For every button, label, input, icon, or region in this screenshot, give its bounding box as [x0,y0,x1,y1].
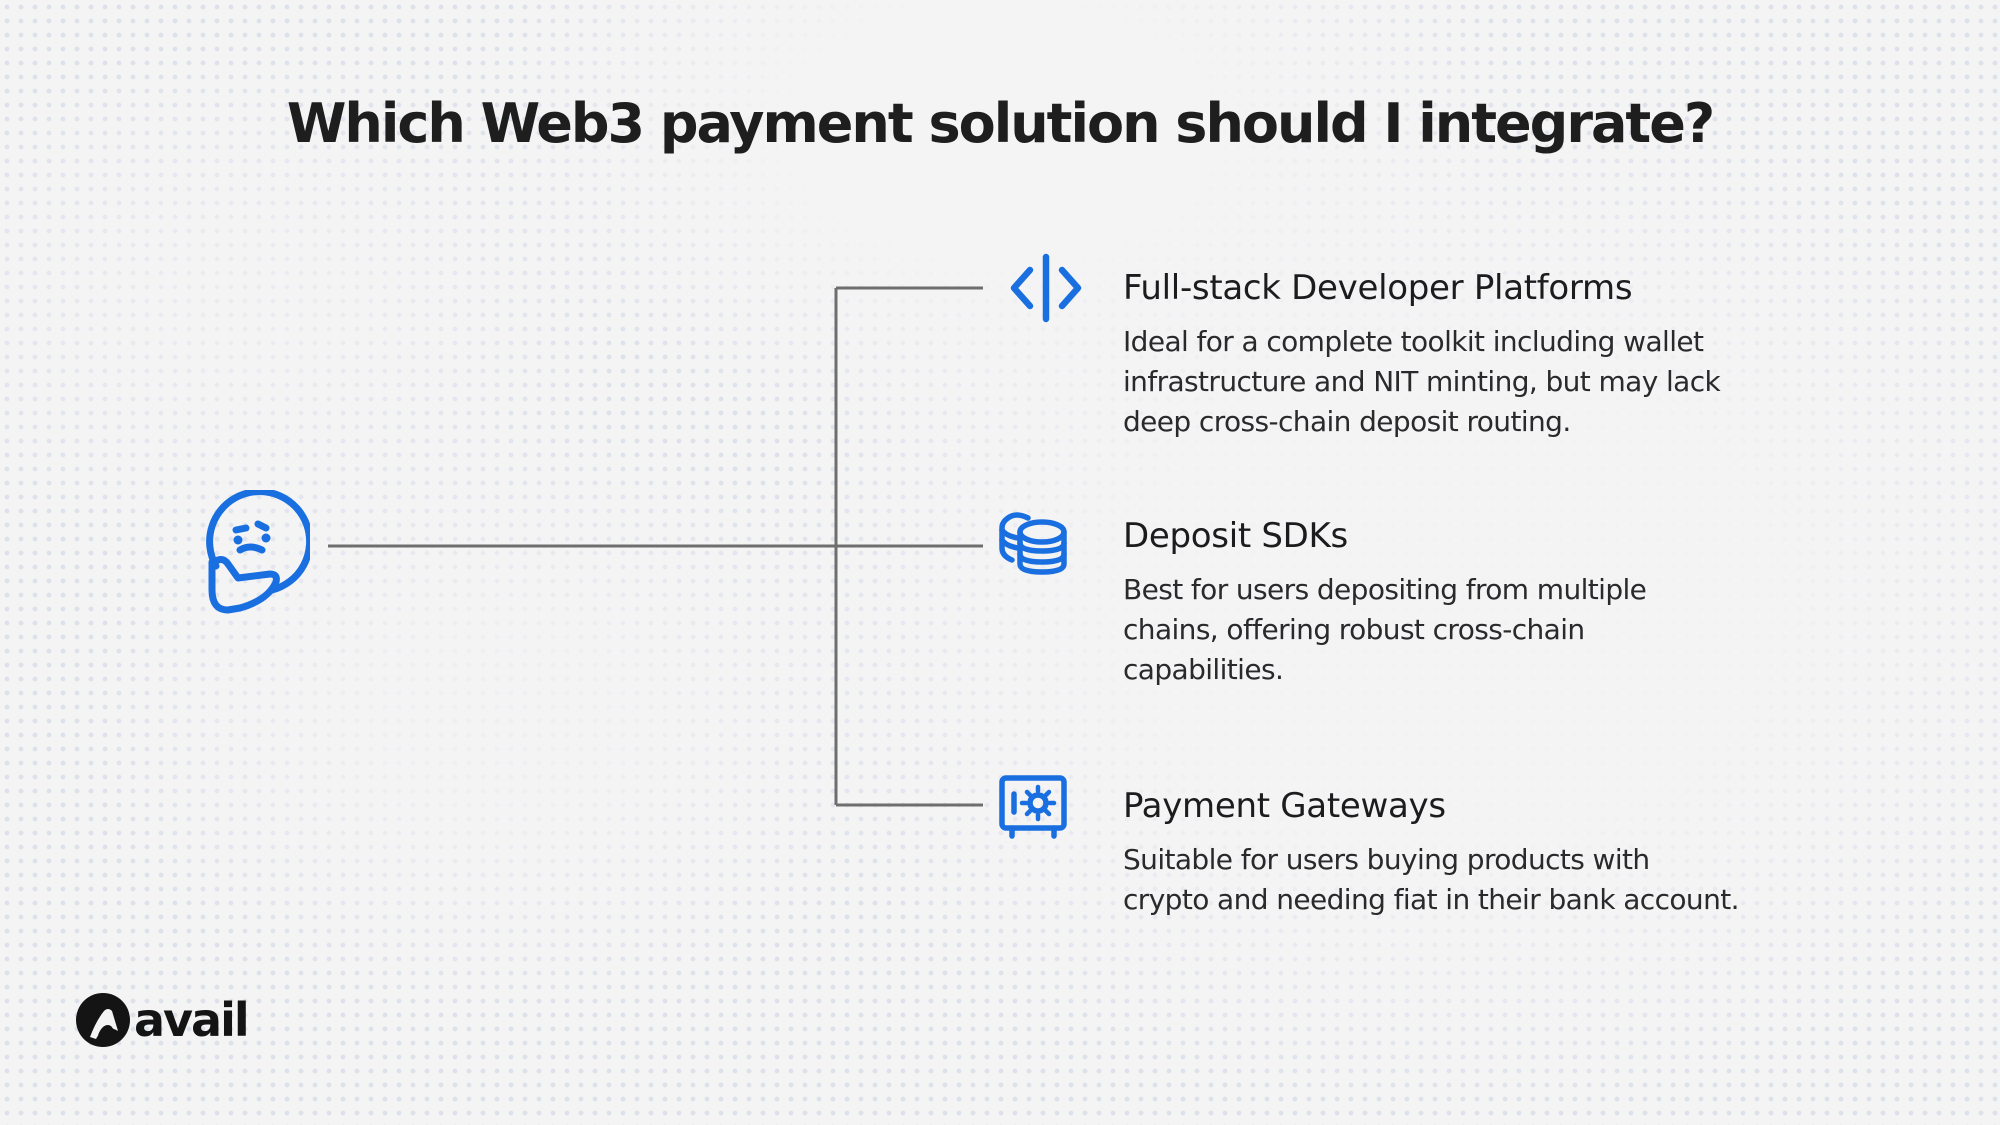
description-line: crypto and needing fiat in their bank ac… [1123,883,1740,916]
vault-safe-icon [999,775,1067,839]
option-deposit-sdks: Deposit SDKs Best for users depositing f… [1123,514,1843,690]
option-description: Ideal for a complete toolkit including w… [1123,322,1843,442]
description-line: Best for users depositing from multiple [1123,573,1647,606]
description-line: infrastructure and NIT minting, but may … [1123,365,1721,398]
description-line: chains, offering robust cross-chain [1123,613,1585,646]
code-brackets-icon [1010,253,1082,323]
description-line: capabilities. [1123,653,1284,686]
option-title: Payment Gateways [1123,786,1446,826]
option-description: Best for users depositing from multiple … [1123,570,1843,690]
avail-logo-icon [76,993,130,1047]
option-title: Full-stack Developer Platforms [1123,268,1633,308]
description-line: Ideal for a complete toolkit including w… [1123,325,1704,358]
option-title: Deposit SDKs [1123,516,1348,556]
page-title: Which Web3 payment solution should I int… [286,92,1715,155]
logo-text: avail [134,993,250,1047]
description-line: deep cross-chain deposit routing. [1123,405,1571,438]
option-description: Suitable for users buying products with … [1123,840,1843,920]
thinking-face-icon [206,490,310,614]
option-payment-gateways: Payment Gateways Suitable for users buyi… [1123,784,1843,920]
coin-stack-icon [999,512,1067,575]
description-line: Suitable for users buying products with [1123,843,1650,876]
avail-logo: avail [74,990,250,1050]
option-full-stack-developer-platforms: Full-stack Developer Platforms Ideal for… [1123,266,1843,442]
